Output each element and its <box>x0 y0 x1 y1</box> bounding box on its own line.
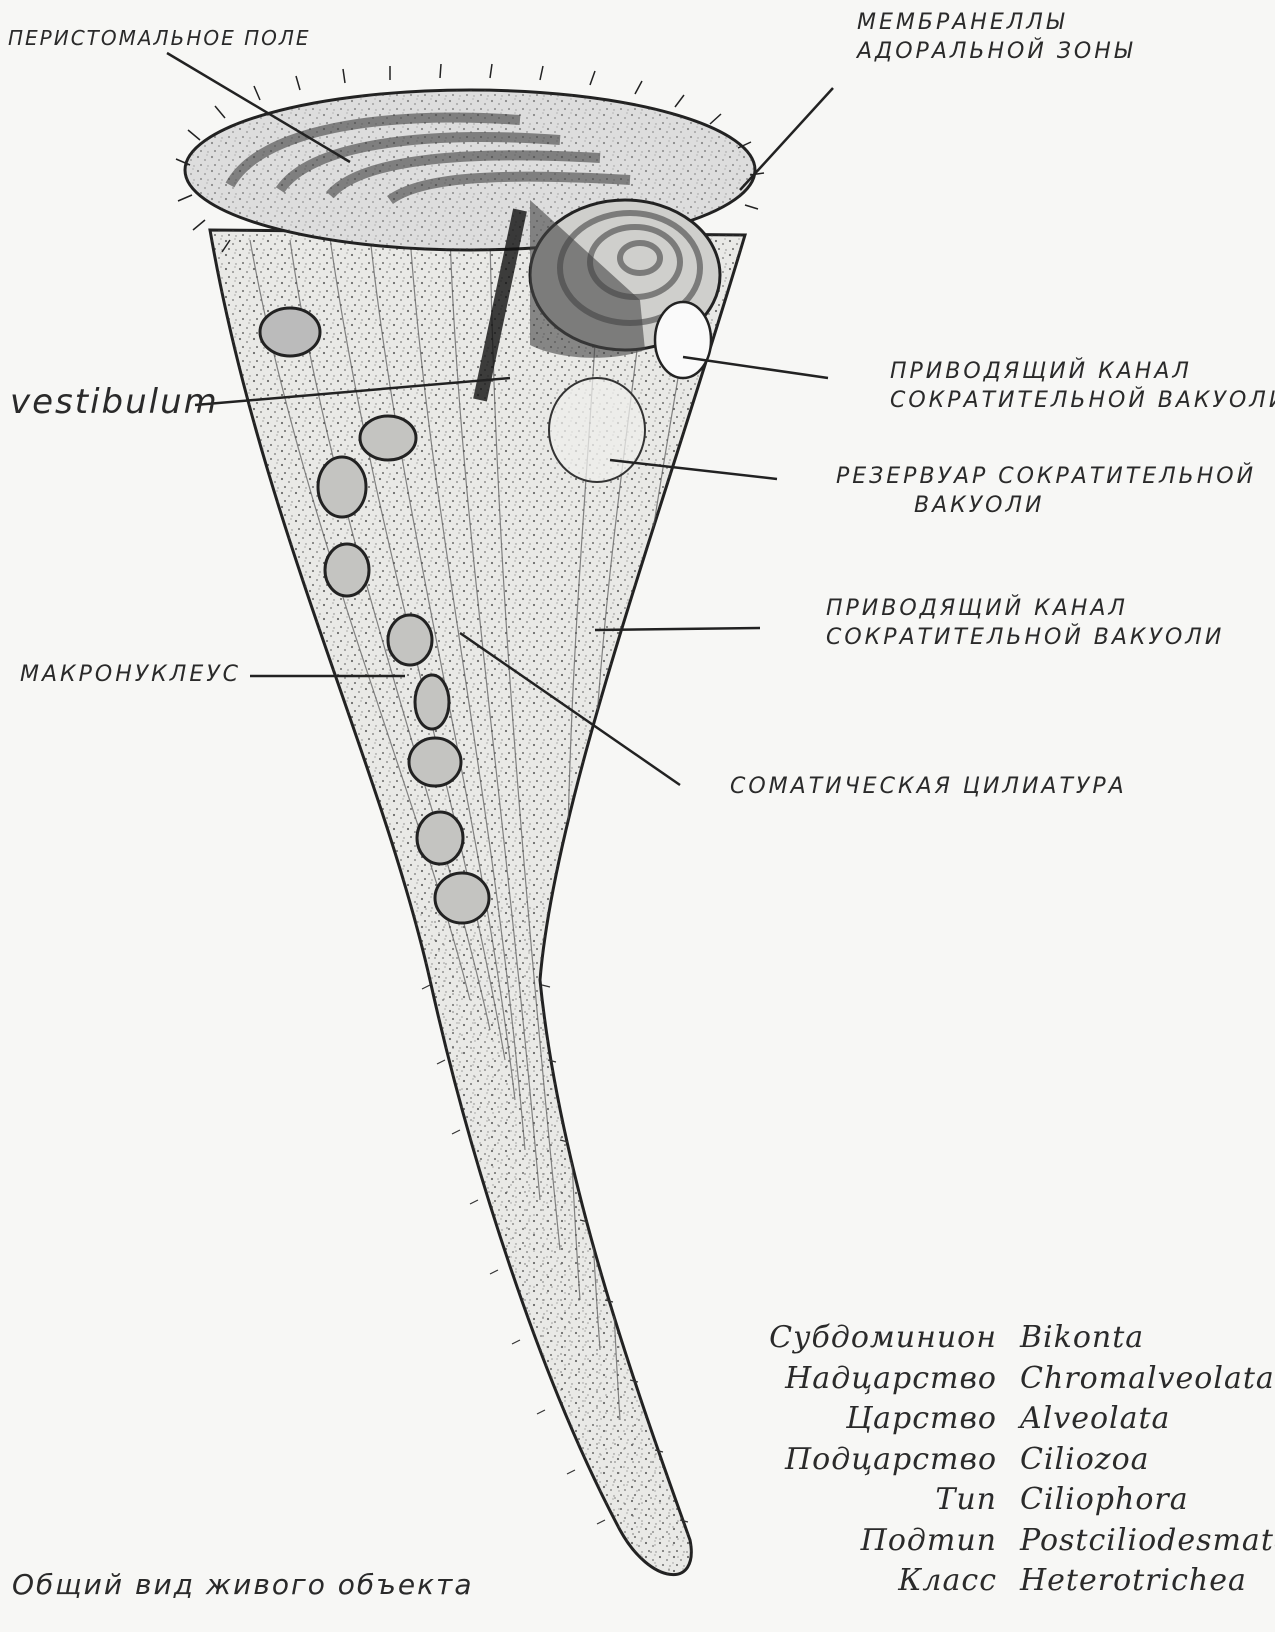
vestibulum-label: vestibulum <box>10 388 219 417</box>
reservoir-label-line1: РЕЗЕРВУАР СОКРАТИТЕЛЬНОЙ <box>836 462 1256 491</box>
taxonomy-rank: Надцарство <box>785 1361 997 1396</box>
food-vacuole <box>260 308 320 356</box>
canal-top-label-line2: СОКРАТИТЕЛЬНОЙ ВАКУОЛИ <box>890 386 1275 415</box>
taxonomy-rank: Подтип <box>861 1523 997 1558</box>
membranelles-label-line1: МЕМБРАНЕЛЛЫ <box>857 8 1135 37</box>
taxonomy-rank: Тип <box>935 1482 997 1517</box>
taxonomy-name: Ciliophora <box>1020 1482 1189 1517</box>
taxonomy-rank: Царство <box>846 1401 997 1436</box>
caption: Общий вид живого объекта <box>12 1570 474 1599</box>
cilia-label: СОМАТИЧЕСКАЯ ЦИЛИАТУРА <box>730 772 1127 801</box>
taxonomy-name: Alveolata <box>1020 1401 1170 1436</box>
taxonomy-rank: Субдоминион <box>769 1320 997 1355</box>
taxonomy-rank: Подцарство <box>785 1442 997 1477</box>
vacuole-reservoir <box>549 378 645 482</box>
canal-top-label: ПРИВОДЯЩИЙ КАНАЛ СОКРАТИТЕЛЬНОЙ ВАКУОЛИ <box>890 357 1275 415</box>
canal-bottom-label-line1: ПРИВОДЯЩИЙ КАНАЛ <box>826 594 1224 623</box>
taxonomy-row: Тип Ciliophora <box>775 1482 1255 1523</box>
taxonomy-name: Ciliozoa <box>1020 1442 1150 1477</box>
canal-bottom-label: ПРИВОДЯЩИЙ КАНАЛ СОКРАТИТЕЛЬНОЙ ВАКУОЛИ <box>826 594 1224 652</box>
membranelles-label: МЕМБРАНЕЛЛЫ АДОРАЛЬНОЙ ЗОНЫ <box>857 8 1135 66</box>
taxonomy-name: Chromalveolata <box>1020 1361 1275 1396</box>
macronucleus-label: МАКРОНУКЛЕУС <box>20 660 241 689</box>
taxonomy-name: Postciliodesmata <box>1020 1523 1275 1558</box>
membranelles-label-line2: АДОРАЛЬНОЙ ЗОНЫ <box>857 37 1135 66</box>
taxonomy-row: Подцарство Ciliozoa <box>775 1442 1255 1483</box>
taxonomy-row: Царство Alveolata <box>775 1401 1255 1442</box>
reservoir-label-line2: ВАКУОЛИ <box>836 491 1256 520</box>
taxonomy-rank: Класс <box>898 1563 997 1598</box>
canal-bottom-label-line2: СОКРАТИТЕЛЬНОЙ ВАКУОЛИ <box>826 623 1224 652</box>
vacuole-canal-top <box>655 302 711 378</box>
reservoir-label: РЕЗЕРВУАР СОКРАТИТЕЛЬНОЙ ВАКУОЛИ <box>836 462 1256 520</box>
canal-top-label-line1: ПРИВОДЯЩИЙ КАНАЛ <box>890 357 1275 386</box>
taxonomy-row: Класс Heterotrichea <box>775 1563 1255 1604</box>
taxonomy-name: Heterotrichea <box>1020 1563 1247 1598</box>
taxonomy-name: Bikonta <box>1020 1320 1144 1355</box>
peristome-label: ПЕРИСТОМАЛЬНОЕ ПОЛЕ <box>8 24 311 53</box>
